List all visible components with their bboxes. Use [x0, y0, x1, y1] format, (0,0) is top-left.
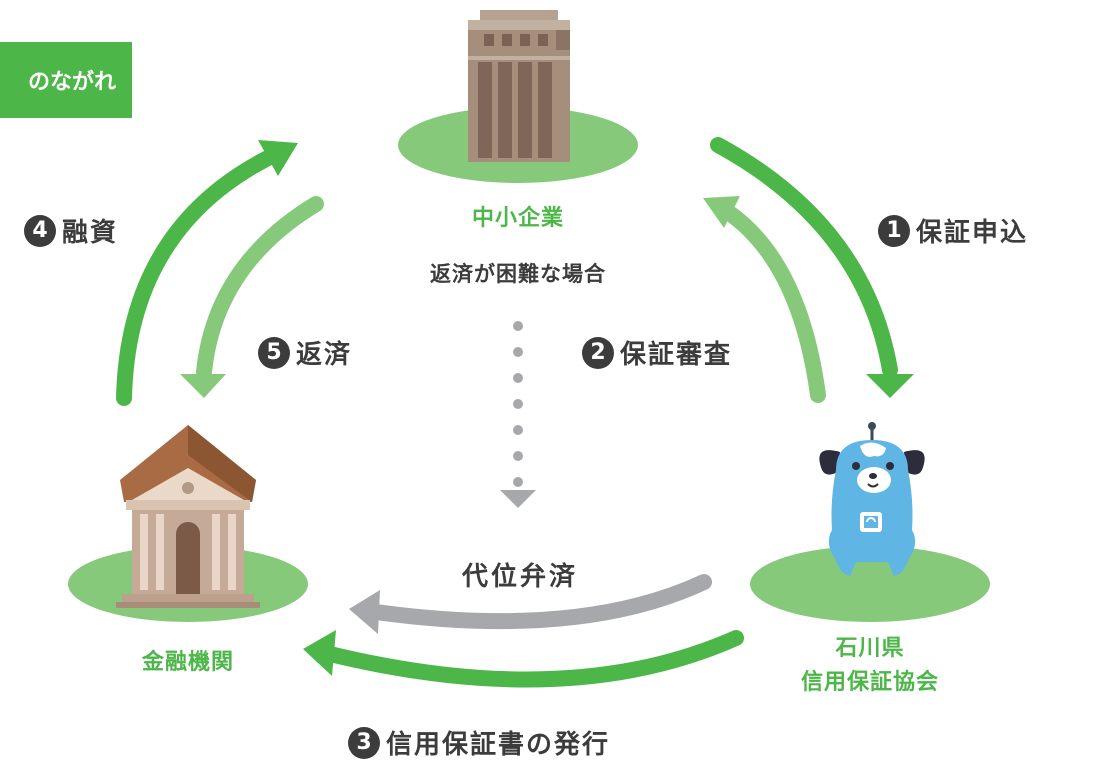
step-1-number: 1	[878, 214, 910, 247]
arrow-guarantee-review	[703, 196, 826, 403]
section-tag-label: のながれ	[27, 70, 116, 95]
step-2-label: 保証審査	[620, 340, 733, 370]
dotted-connector	[500, 321, 536, 508]
step-1: 1 保証申込	[878, 212, 1028, 249]
step-5: 5 返済	[258, 334, 352, 371]
arrow-guarantee-issue	[303, 630, 744, 688]
step-5-label: 返済	[296, 340, 353, 370]
bank-label: 金融機関	[141, 650, 234, 675]
difficult-repayment-note: 返済が困難な場合	[430, 262, 606, 286]
building-icon	[468, 10, 570, 162]
arrow-repayment	[180, 196, 324, 398]
company-label: 中小企業	[471, 206, 564, 231]
arrow-subrogation	[349, 574, 712, 634]
section-tag: のながれ	[0, 42, 132, 118]
step-4-number: 4	[24, 214, 56, 247]
step-3-number: 3	[348, 726, 380, 759]
arrow-guarantee-application	[710, 137, 914, 398]
step-4-label: 融資	[62, 218, 119, 248]
step-2-number: 2	[582, 336, 614, 369]
subrogation-label: 代位弁済	[461, 562, 578, 592]
step-5-number: 5	[258, 336, 290, 369]
association-ground	[750, 546, 990, 622]
step-3-label: 信用保証書の発行	[386, 730, 611, 760]
mascot-icon	[819, 422, 925, 576]
step-1-label: 保証申込	[916, 218, 1029, 248]
step-4: 4 融資	[24, 212, 118, 249]
step-2: 2 保証審査	[582, 334, 732, 371]
arrow-financing	[116, 140, 298, 406]
bank-icon	[116, 425, 260, 608]
association-label: 石川県 信用保証協会	[800, 636, 939, 695]
step-3: 3 信用保証書の発行	[348, 724, 610, 761]
